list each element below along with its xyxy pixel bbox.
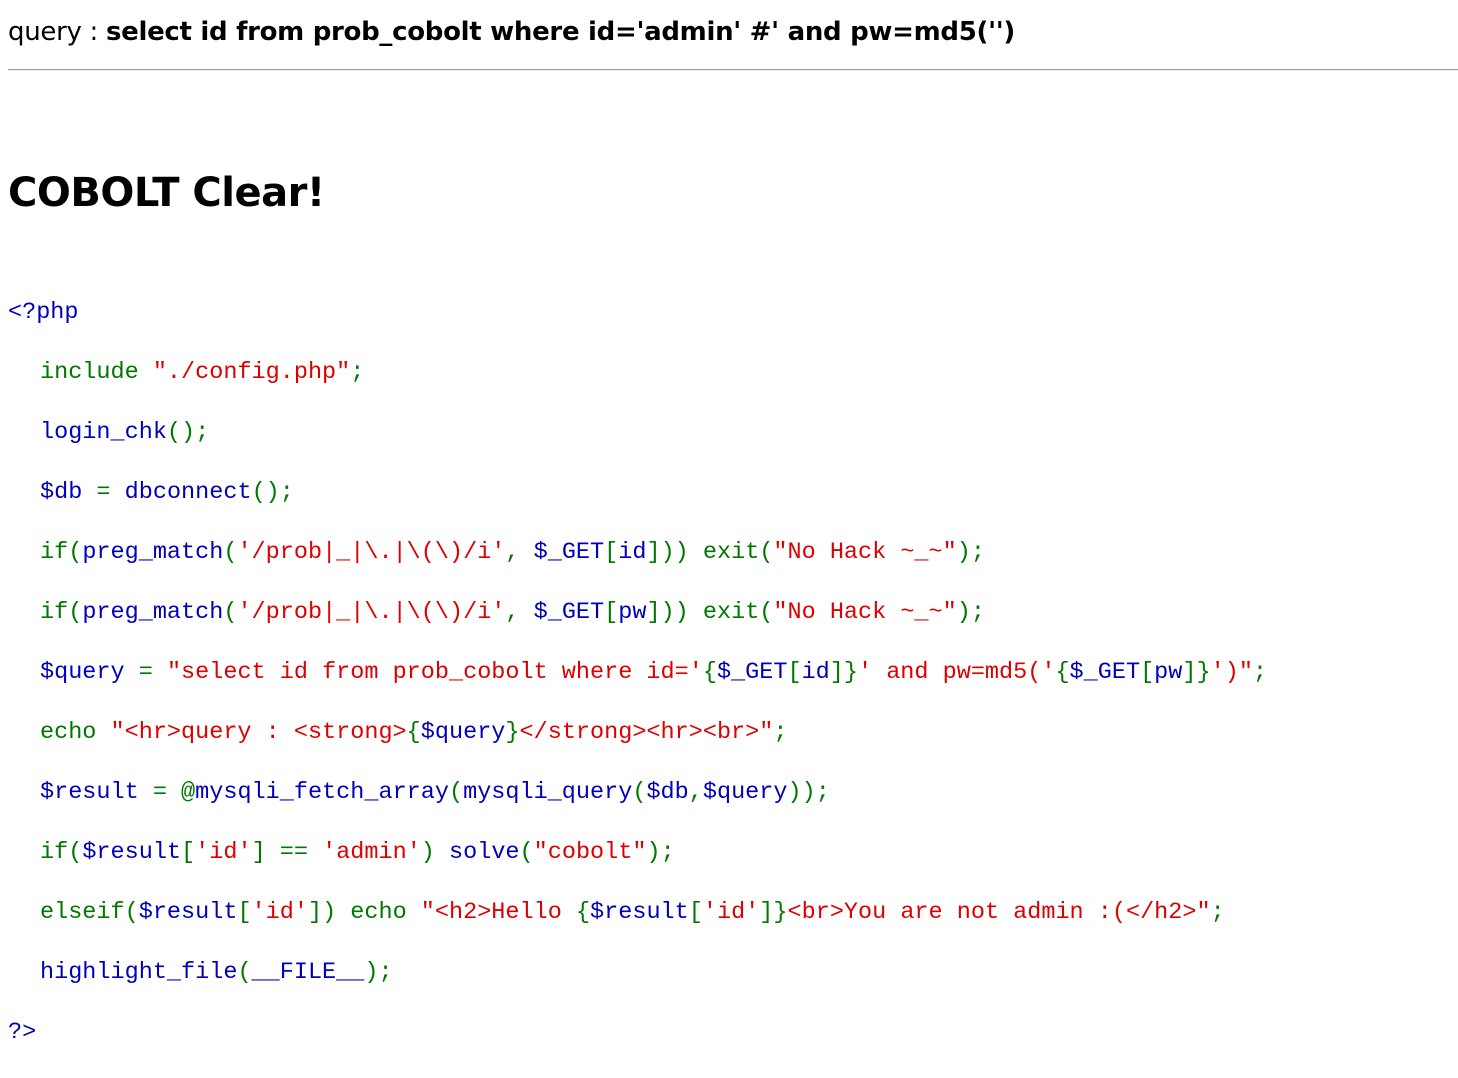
code-line-1: include "./config.php"; — [40, 359, 365, 386]
query-text: select id from prob_cobolt where id='adm… — [105, 17, 1015, 47]
code-line-open: <?php — [8, 299, 79, 326]
code-line-5: if(preg_match('/prob|_|\.|\(\)/i', $_GET… — [40, 599, 985, 626]
code-line-11: highlight_file(__FILE__); — [40, 959, 393, 986]
code-line-6: $query = "select id from prob_cobolt whe… — [40, 659, 1268, 686]
code-line-10: elseif($result['id']) echo "<h2>Hello {$… — [40, 899, 1225, 926]
code-line-2: login_chk(); — [40, 419, 210, 446]
query-label: query : — [8, 17, 106, 47]
clear-title: COBOLT Clear! — [8, 170, 325, 216]
code-line-close: ?> — [8, 1019, 37, 1046]
code-line-7: echo "<hr>query : <strong>{$query}</stro… — [40, 719, 788, 746]
source-code: <?php include "./config.php"; login_chk(… — [8, 268, 1267, 1078]
code-line-4: if(preg_match('/prob|_|\.|\(\)/i', $_GET… — [40, 539, 985, 566]
code-line-3: $db = dbconnect(); — [40, 479, 294, 506]
code-line-8: $result = @mysqli_fetch_array(mysqli_que… — [40, 779, 830, 806]
code-line-9: if($result['id'] == 'admin') solve("cobo… — [40, 839, 675, 866]
horizontal-rule — [8, 69, 1458, 71]
query-line: query : select id from prob_cobolt where… — [8, 14, 1015, 50]
